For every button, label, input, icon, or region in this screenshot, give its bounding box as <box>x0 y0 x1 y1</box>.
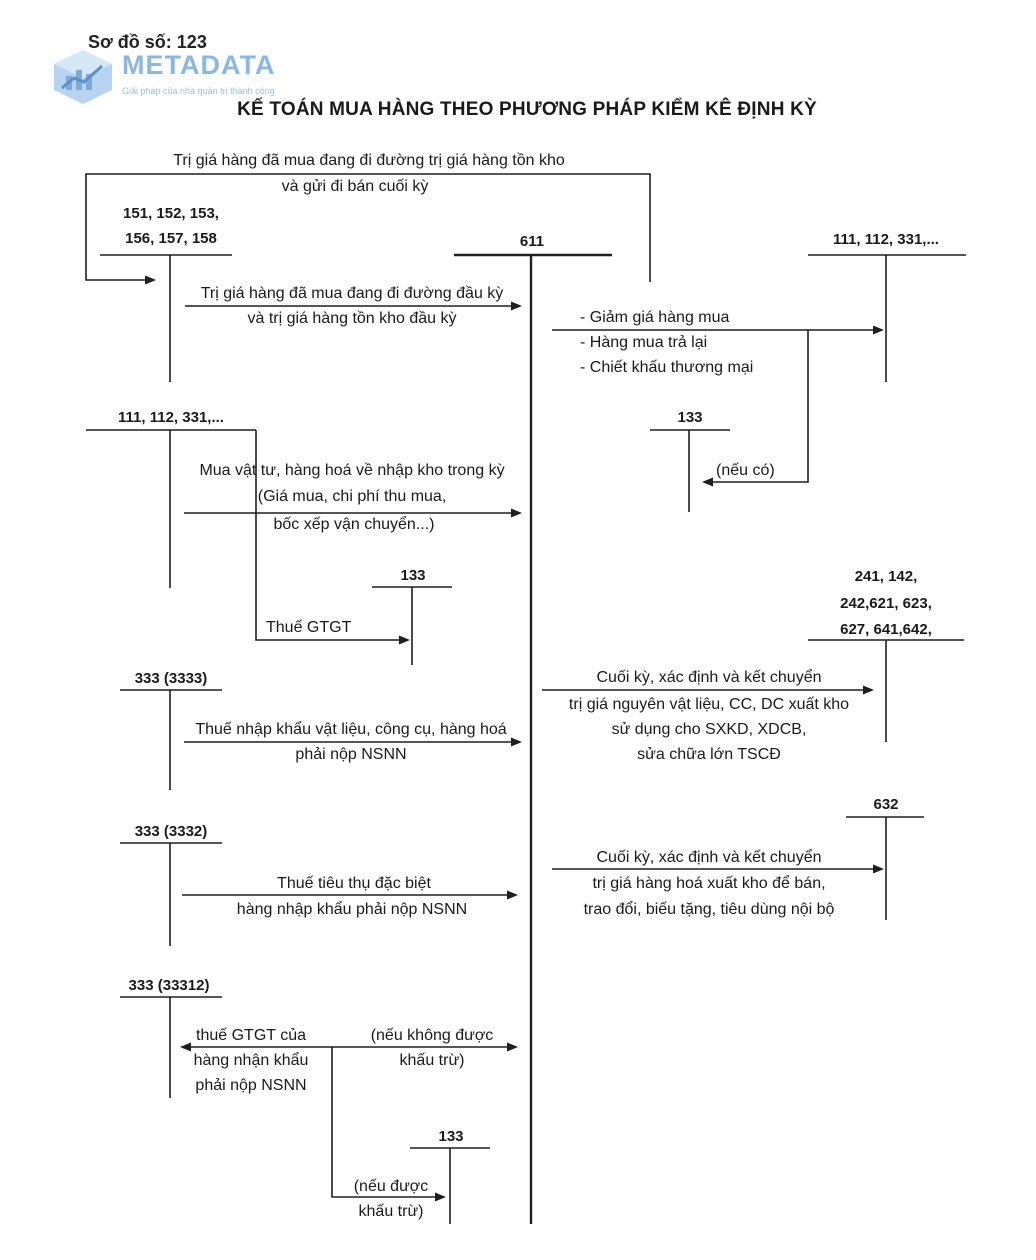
t-account-111-left <box>86 429 256 588</box>
flow-label: Mua vật tư, hàng hoá về nhập kho trong k… <box>199 462 505 479</box>
t-account-3333 <box>120 689 222 790</box>
flow-label: Thuế GTGT <box>266 619 352 636</box>
connector <box>331 1047 440 1198</box>
flow-closing-inventory <box>85 173 651 285</box>
account-code: 241, 142, <box>854 568 918 585</box>
t-account-632 <box>846 816 924 920</box>
account-code: 611 <box>519 233 545 250</box>
t-account-33312 <box>120 996 222 1098</box>
flow-label: sửa chữa lớn TSCĐ <box>637 746 781 763</box>
connector <box>708 330 809 483</box>
flow-label: Trị giá hàng đã mua đang đi đường trị gi… <box>173 152 565 169</box>
arrowhead <box>873 325 884 335</box>
flow-label: - Giảm giá hàng mua <box>580 309 730 326</box>
arrowhead <box>180 1042 191 1052</box>
t-account-alloc <box>808 639 964 742</box>
flow-import-tax <box>184 737 522 747</box>
account-code: 133 <box>677 409 703 426</box>
arrowhead <box>435 1192 446 1202</box>
t-account-133-top <box>650 429 730 512</box>
flow-label: phải nộp NSNN <box>295 746 407 763</box>
account-code: 156, 157, 158 <box>125 230 217 247</box>
page-title: KẾ TOÁN MUA HÀNG THEO PHƯƠNG PHÁP KIỂM K… <box>237 99 817 120</box>
diagram-number: Sơ đồ số: 123 <box>88 32 207 52</box>
flow-purchase-reductions <box>552 325 884 487</box>
flow-purchase <box>184 430 522 645</box>
metadata-logo-icon <box>54 50 112 104</box>
t-account-611 <box>454 253 612 1224</box>
flow-label: - Hàng mua trả lại <box>580 334 708 351</box>
flow-label: hàng nhận khẩu <box>193 1052 309 1069</box>
flow-excise-tax <box>182 890 518 900</box>
account-code: 133 <box>438 1128 464 1145</box>
flow-label: trị giá hàng hoá xuất kho để bán, <box>592 875 826 892</box>
brand-slogan: Giải pháp của nhà quản trị thành công <box>122 86 275 96</box>
account-code: 111, 112, 331,... <box>118 409 224 426</box>
arrowhead <box>511 508 522 518</box>
flow-label: (Giá mua, chi phí thu mua, <box>257 488 447 505</box>
flow-label: Thuế tiêu thụ đặc biệt <box>277 875 431 892</box>
flow-label: thuế GTGT của <box>196 1027 306 1044</box>
arrowhead <box>399 635 410 645</box>
flow-label: và trị giá hàng tồn kho đầu kỳ <box>247 310 457 327</box>
t-account-133-bottom <box>410 1147 490 1224</box>
connector <box>255 430 404 641</box>
account-code: 242,621, 623, <box>840 595 932 612</box>
arrowhead <box>702 477 713 487</box>
flow-label: (nếu không được <box>370 1027 494 1044</box>
flow-end-cogs <box>552 864 884 874</box>
account-code: 627, 641,642, <box>840 621 932 638</box>
flow-label: và gửi đi bán cuối kỳ <box>281 178 429 195</box>
flow-opening-inventory <box>185 301 522 311</box>
flow-label: - Chiết khấu thương mại <box>580 359 754 376</box>
flow-label: khấu trừ) <box>358 1203 424 1220</box>
flow-label: bốc xếp vận chuyển...) <box>273 516 435 533</box>
t-account-3332 <box>120 842 222 946</box>
flow-label: (nếu được <box>353 1178 429 1195</box>
flow-import-vat <box>180 1042 518 1202</box>
flow-label: trị giá nguyên vật liệu, CC, DC xuất kho <box>568 696 850 713</box>
account-code: 151, 152, 153, <box>123 205 219 222</box>
account-code: 333 (33312) <box>128 977 210 994</box>
flow-label: sử dụng cho SXKD, XDCB, <box>611 721 807 738</box>
flow-label: (nếu có) <box>716 462 775 479</box>
flow-label: Cuối kỳ, xác định và kết chuyển <box>596 849 822 866</box>
t-account-111-top <box>808 254 966 382</box>
flow-label: hàng nhập khẩu phải nộp NSNN <box>236 901 468 918</box>
flow-label: Thuế nhập khẩu vật liệu, công cụ, hàng h… <box>195 721 507 738</box>
flow-label: Cuối kỳ, xác định và kết chuyển <box>596 669 822 686</box>
flow-label: Trị giá hàng đã mua đang đi đường đầu kỳ <box>200 285 504 302</box>
flow-label: trao đổi, biếu tặng, tiêu dùng nội bộ <box>583 901 835 918</box>
arrowhead <box>507 1042 518 1052</box>
arrowhead <box>145 275 156 285</box>
account-code: 632 <box>873 796 899 813</box>
account-code: 333 (3333) <box>134 670 208 687</box>
arrowhead <box>863 685 874 695</box>
t-account-151 <box>100 254 232 382</box>
flow-label: phải nộp NSNN <box>195 1077 307 1094</box>
arrowhead <box>507 890 518 900</box>
t-account-133-mid <box>372 586 452 665</box>
arrowhead <box>873 864 884 874</box>
connector <box>85 173 651 282</box>
account-code: 133 <box>400 567 426 584</box>
flow-label: khấu trừ) <box>399 1052 465 1069</box>
account-code: 111, 112, 331,... <box>833 231 939 248</box>
flow-end-allocation <box>542 685 874 695</box>
brand-name: METADATA <box>122 50 276 80</box>
account-code: 333 (3332) <box>134 823 208 840</box>
arrowhead <box>511 737 522 747</box>
arrowhead <box>511 301 522 311</box>
